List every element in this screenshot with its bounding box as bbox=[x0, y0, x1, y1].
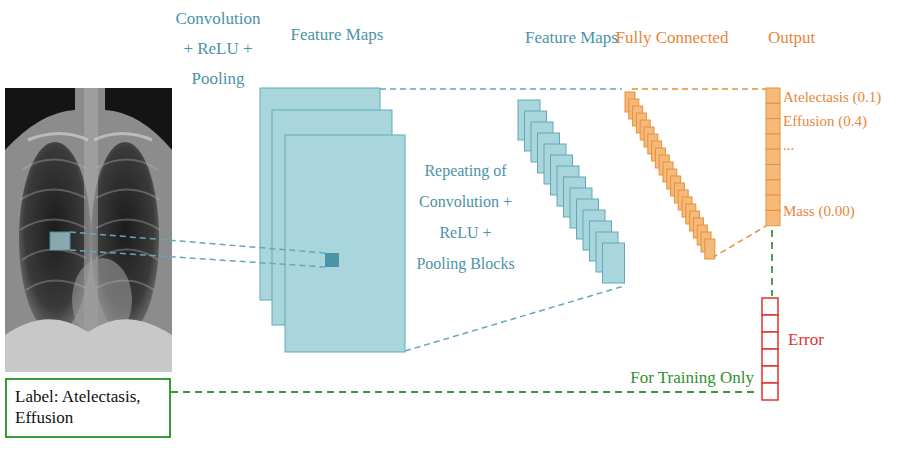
output-unit bbox=[766, 210, 780, 225]
feature-map-stack: Feature Maps bbox=[258, 22, 416, 354]
projection-lines bbox=[70, 89, 624, 351]
feature-map-stack: Feature Maps bbox=[505, 25, 638, 293]
edge-label: For Training Only bbox=[630, 368, 754, 388]
projection-lines bbox=[632, 89, 766, 258]
output-unit bbox=[766, 195, 780, 210]
error-vector: Error bbox=[758, 296, 848, 402]
error-label: Error bbox=[788, 330, 824, 350]
output-unit bbox=[766, 180, 780, 195]
output-unit bbox=[766, 88, 780, 103]
feature-map-sheet bbox=[285, 135, 405, 352]
feature-map-slice bbox=[603, 243, 625, 283]
class-score: Atelectasis (0.1) bbox=[783, 87, 881, 107]
fully-connected-layer: Fully Connected bbox=[598, 25, 746, 261]
output-layer: OutputAtelectasis (0.1) Effusion (0.4)...… bbox=[762, 25, 895, 230]
error-unit bbox=[762, 332, 778, 349]
xray-ground bbox=[5, 88, 172, 372]
class-score: Effusion (0.4) bbox=[783, 111, 867, 131]
label-text: Label: Atelectasis, Effusion bbox=[15, 386, 161, 428]
output-unit bbox=[766, 165, 780, 180]
class-score: ... bbox=[783, 135, 794, 155]
dense-unit bbox=[705, 239, 715, 259]
error-unit bbox=[762, 298, 778, 315]
layer-title: Feature Maps bbox=[258, 25, 416, 45]
xray-ribs bbox=[20, 159, 160, 290]
output-unit bbox=[766, 134, 780, 149]
chest-xray bbox=[5, 88, 172, 372]
label-box: Label: Atelectasis, Effusion bbox=[5, 378, 171, 438]
layer-title: Fully Connected bbox=[598, 28, 746, 48]
training-link bbox=[171, 391, 758, 393]
training-link bbox=[771, 230, 773, 296]
error-unit bbox=[762, 349, 778, 366]
output-unit bbox=[766, 149, 780, 164]
xray-clavicles bbox=[28, 134, 152, 141]
xray-body bbox=[5, 88, 172, 372]
stage-label: Repeating of Convolution + ReLU + Poolin… bbox=[414, 155, 517, 279]
layer-stacks bbox=[518, 88, 780, 400]
feature-cell bbox=[325, 253, 339, 267]
error-unit bbox=[762, 366, 778, 383]
class-score: Mass (0.00) bbox=[783, 201, 855, 221]
xray-diaphragm bbox=[5, 319, 172, 372]
error-unit bbox=[762, 315, 778, 332]
output-unit bbox=[766, 119, 780, 134]
stage-label: Convolution + ReLU + Pooling bbox=[172, 4, 264, 94]
layer-title: Output bbox=[768, 28, 815, 48]
receptive-field-patch bbox=[50, 232, 70, 250]
error-unit bbox=[762, 383, 778, 400]
output-unit bbox=[766, 103, 780, 118]
